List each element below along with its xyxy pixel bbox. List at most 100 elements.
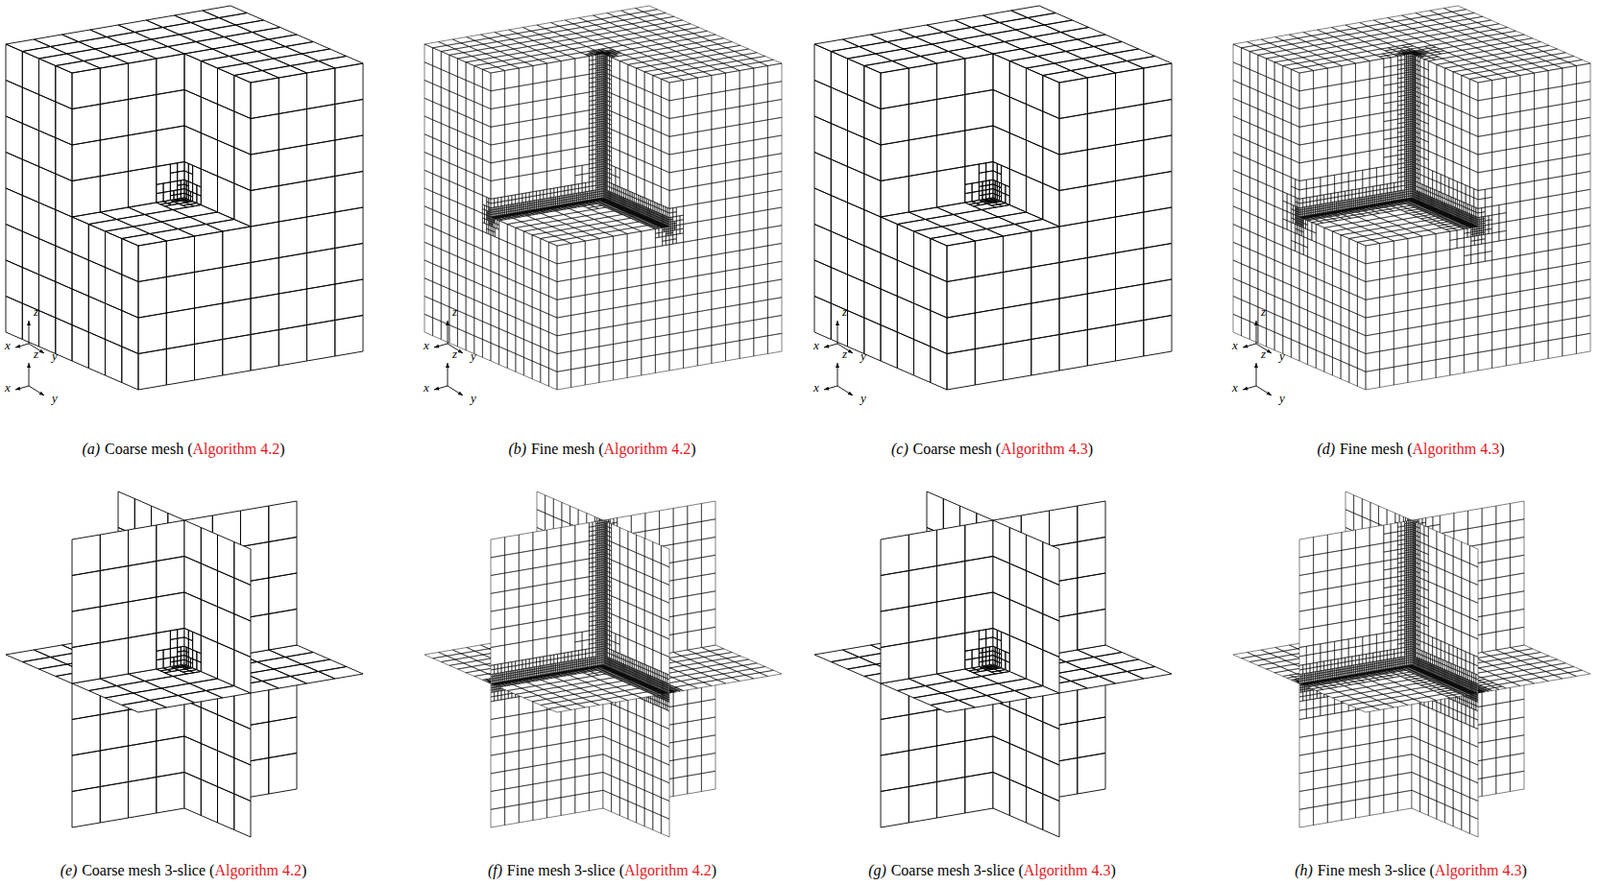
caption-text: )	[279, 440, 285, 458]
axis-arrowhead	[26, 320, 31, 326]
caption-text: Fine mesh (	[1339, 440, 1413, 458]
mesh-cells	[72, 197, 251, 246]
axis-label: x	[813, 381, 820, 394]
axis-label: y	[470, 391, 477, 405]
axis-line	[824, 343, 838, 348]
algorithm-reference: Algorithm 4.3	[1000, 440, 1089, 458]
slice-fill	[880, 520, 994, 684]
axis-line	[837, 386, 853, 396]
axis-line	[15, 386, 29, 390]
axis-line	[434, 386, 448, 390]
axis-label: z	[1260, 347, 1266, 361]
slice-fill	[603, 520, 670, 694]
mesh-cells	[993, 53, 1060, 227]
axis-label: y	[1279, 391, 1285, 405]
axis-label: y	[470, 349, 477, 363]
caption-text: )	[690, 440, 696, 458]
subfigure-caption: (g)Coarse mesh 3-slice (Algorithm 4.3)	[783, 862, 1201, 880]
caption-text: Fine mesh 3-slice (	[507, 862, 625, 879]
slice-fill	[184, 520, 251, 694]
mesh-cells	[1299, 53, 1412, 218]
axis-arrowhead	[434, 387, 439, 391]
caption-text: Coarse mesh (	[913, 440, 1002, 458]
mesh-cells	[1299, 520, 1412, 684]
axis-label: z	[452, 305, 458, 318]
caption-text: )	[1110, 862, 1116, 879]
slice-fill	[490, 520, 604, 684]
axis-label: x	[813, 339, 820, 352]
axis-label: x	[1232, 339, 1238, 352]
subfigure-tag: (g)	[868, 862, 887, 879]
axis-arrowhead	[15, 387, 21, 391]
mesh-cells	[603, 520, 670, 694]
mesh-cells	[880, 520, 994, 684]
subfigure-caption: (e)Coarse mesh 3-slice (Algorithm 4.2)	[0, 862, 392, 880]
mesh-cells	[1299, 197, 1479, 246]
axis-label: y	[51, 391, 58, 405]
subfigure-tag: (h)	[1294, 862, 1313, 879]
subfigure-caption: (a)Coarse mesh (Algorithm 4.2)	[0, 440, 392, 459]
subfigure-tag: (a)	[82, 440, 101, 458]
axis-label: y	[860, 391, 867, 405]
caption-text: Fine mesh 3-slice (	[1317, 862, 1435, 879]
algorithm-reference: Algorithm 4.3	[1412, 440, 1501, 458]
caption-text: )	[711, 862, 717, 879]
axis-arrowhead	[1254, 320, 1259, 326]
axis-arrowhead	[1254, 363, 1259, 368]
subfigure-caption: (f)Fine mesh 3-slice (Algorithm 4.2)	[393, 862, 811, 880]
slice-fill	[72, 520, 185, 684]
algorithm-reference: Algorithm 4.2	[192, 440, 280, 458]
axis-arrowhead	[1266, 349, 1272, 354]
mesh-cells	[880, 53, 994, 218]
axis-line	[1242, 343, 1257, 348]
axis-arrowhead	[848, 391, 853, 396]
subfigure-caption: (b)Fine mesh (Algorithm 4.2)	[393, 440, 811, 459]
mesh-cells	[184, 520, 251, 694]
subfigure-caption: (c)Coarse mesh (Algorithm 4.3)	[783, 440, 1201, 459]
mesh-cells	[603, 53, 670, 227]
mesh-cells	[490, 520, 604, 684]
caption-text: Coarse mesh 3-slice (	[81, 862, 215, 879]
axis-arrowhead	[848, 349, 853, 354]
caption-text: )	[1088, 440, 1093, 458]
axis-line	[824, 386, 838, 390]
algorithm-reference: Algorithm 4.3	[1434, 862, 1523, 879]
axis-line	[1256, 386, 1272, 396]
axis-arrowhead	[445, 320, 450, 326]
axis-arrowhead	[26, 363, 31, 368]
axis-label: y	[1279, 349, 1285, 363]
axis-arrowhead	[458, 349, 463, 354]
caption-text: Coarse mesh (	[104, 440, 194, 458]
subfigure-tag: (d)	[1317, 440, 1336, 458]
slice-fill	[993, 520, 1060, 694]
mesh-cells	[72, 520, 185, 684]
algorithm-reference: Algorithm 4.2	[214, 862, 302, 879]
mesh-cells	[1411, 53, 1479, 227]
mesh-cells	[490, 53, 604, 218]
axis-line	[15, 343, 29, 348]
axis-label: x	[423, 339, 430, 352]
caption-text: Coarse mesh 3-slice (	[891, 862, 1024, 879]
axis-line	[434, 343, 448, 348]
axis-arrowhead	[1242, 387, 1248, 391]
subfigure-caption: (h)Fine mesh 3-slice (Algorithm 4.3)	[1202, 862, 1600, 880]
algorithm-reference: Algorithm 4.3	[1023, 862, 1112, 879]
axis-arrowhead	[824, 387, 829, 391]
axis-label: y	[860, 349, 867, 363]
subfigure-tag: (b)	[509, 440, 528, 458]
axis-label: x	[4, 339, 11, 352]
axis-arrowhead	[1242, 344, 1248, 349]
axis-arrowhead	[824, 344, 829, 349]
caption-text: )	[301, 862, 307, 879]
axis-arrowhead	[835, 363, 840, 368]
mesh-cells	[993, 520, 1060, 694]
axis-arrowhead	[39, 391, 45, 396]
algorithm-reference: Algorithm 4.2	[624, 862, 712, 879]
axis-label: x	[4, 381, 11, 394]
mesh-cells	[184, 53, 251, 227]
axis-arrowhead	[1266, 391, 1272, 396]
axis-line	[28, 386, 45, 396]
caption-text: )	[1499, 440, 1504, 458]
subfigure-tag: (f)	[487, 862, 503, 879]
